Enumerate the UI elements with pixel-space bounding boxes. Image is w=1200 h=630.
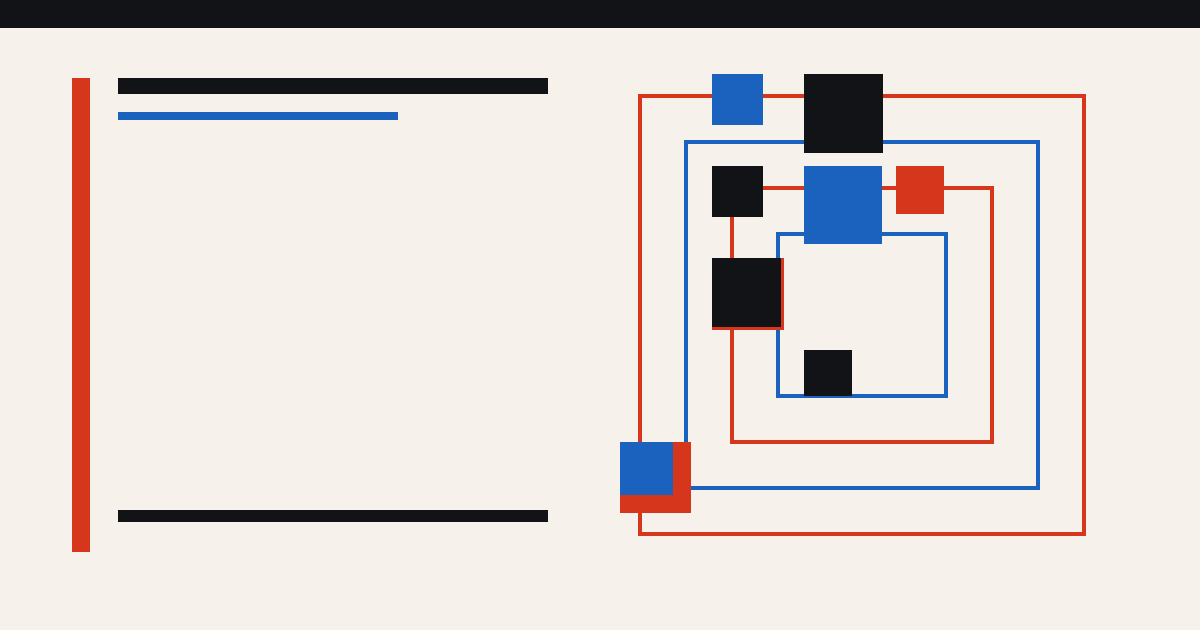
- black-block-lower-left: [712, 258, 781, 327]
- footer-placeholder-bar: [118, 510, 548, 522]
- blue-block-center: [804, 166, 882, 244]
- black-block-top: [804, 74, 883, 153]
- black-block-middle-left: [712, 166, 763, 217]
- left-red-accent-bar: [72, 78, 90, 552]
- black-block-small-bottom: [804, 350, 852, 396]
- inner-blue-square-outline: [776, 232, 948, 398]
- top-bar: [0, 0, 1200, 28]
- subheading-placeholder-bar: [118, 112, 398, 120]
- heading-placeholder-bar: [118, 78, 548, 94]
- red-block-top-right: [896, 166, 944, 214]
- blue-block-top-left: [712, 74, 763, 125]
- blue-block-bottom-left: [620, 442, 673, 495]
